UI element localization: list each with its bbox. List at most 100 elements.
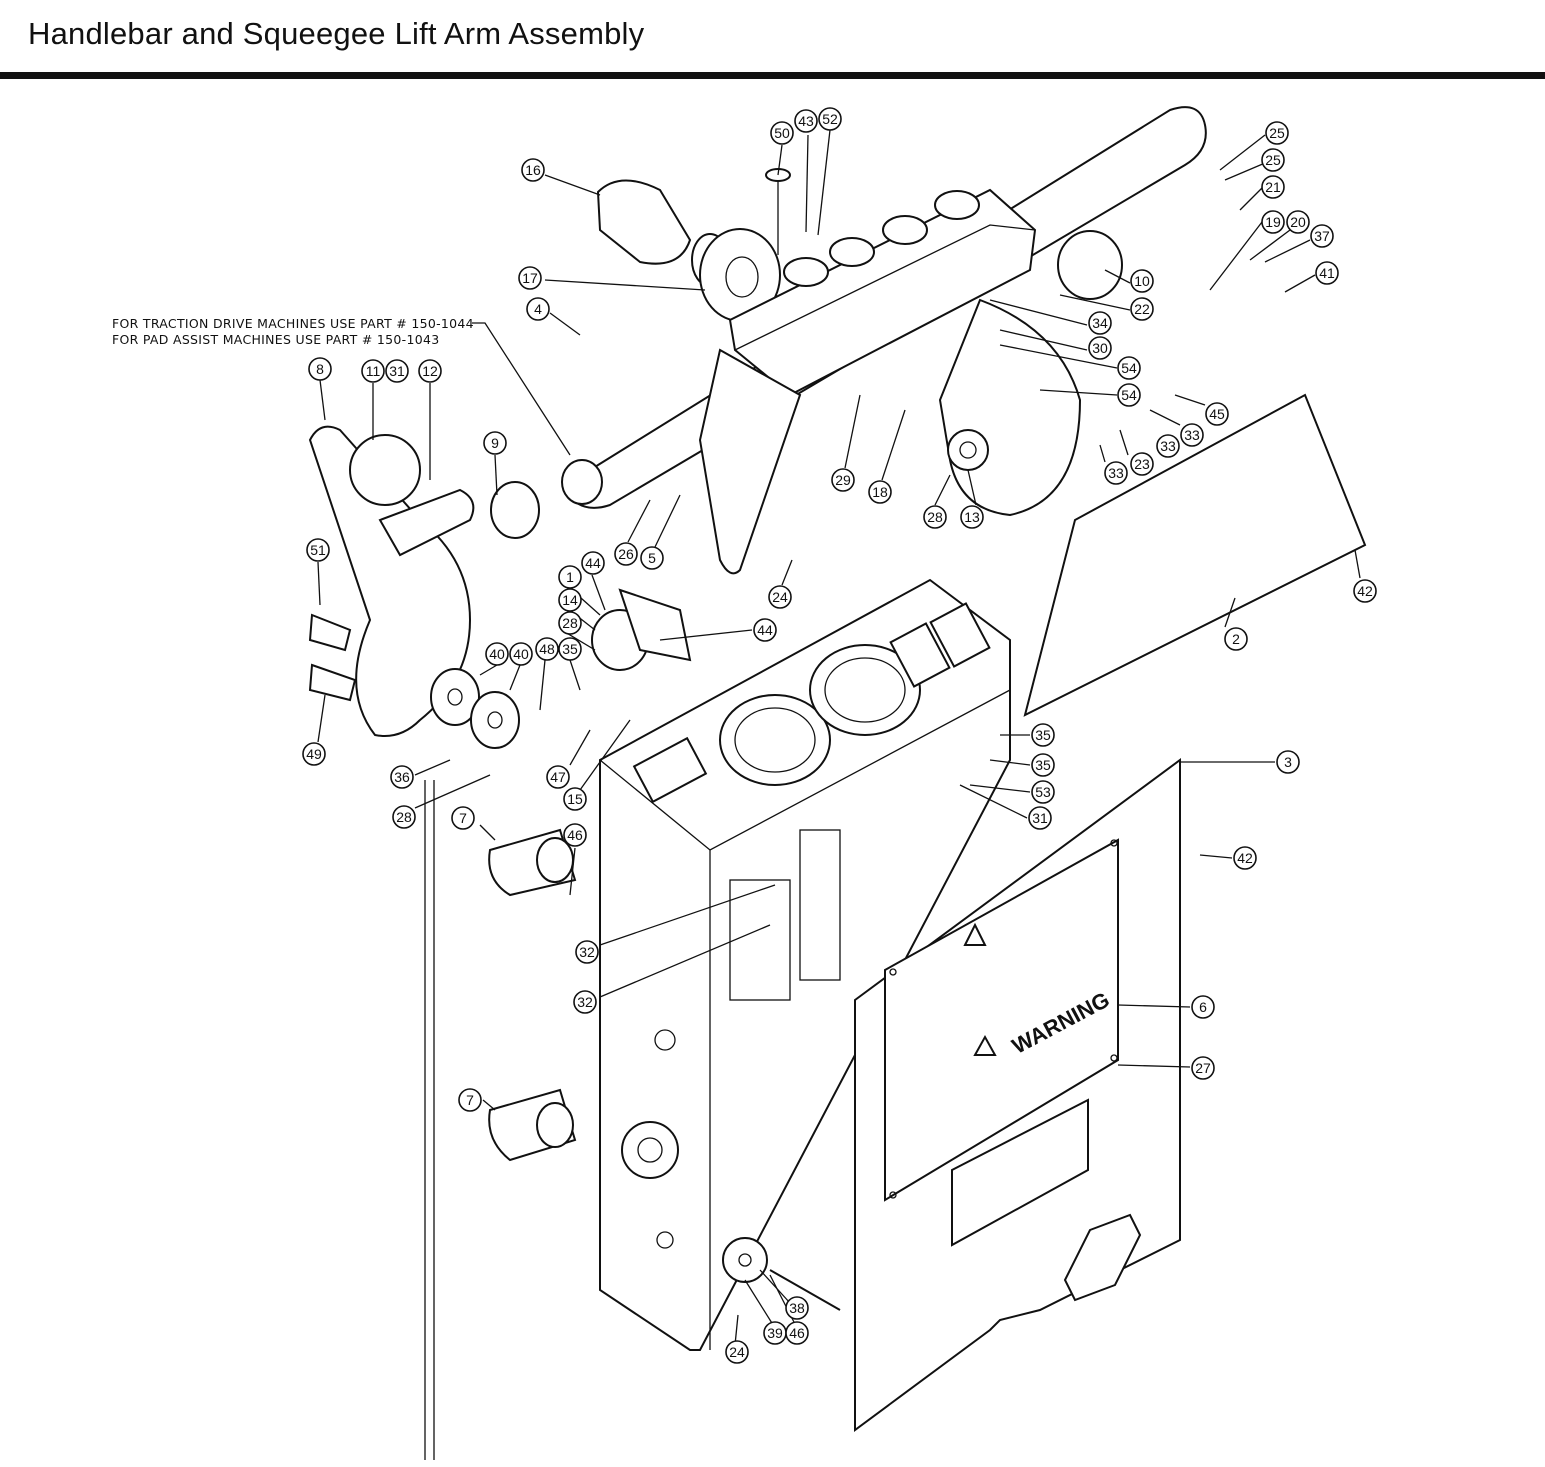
callout-2: 2 (1224, 627, 1248, 651)
callout-36: 36 (390, 765, 414, 789)
svg-text:42: 42 (1357, 583, 1373, 599)
callout-47: 47 (546, 765, 570, 789)
svg-text:7: 7 (466, 1092, 474, 1108)
callout-15: 15 (563, 787, 587, 811)
callout-3: 3 (1276, 750, 1300, 774)
callout-42: 42 (1233, 846, 1257, 870)
callout-35: 35 (558, 637, 582, 661)
svg-text:36: 36 (394, 769, 410, 785)
svg-text:41: 41 (1319, 265, 1335, 281)
svg-text:45: 45 (1209, 406, 1225, 422)
svg-text:50: 50 (774, 125, 790, 141)
svg-text:24: 24 (772, 589, 788, 605)
svg-text:32: 32 (577, 994, 593, 1010)
svg-text:4: 4 (534, 301, 542, 317)
note-pad-assist: FOR PAD ASSIST MACHINES USE PART # 150-1… (112, 332, 439, 347)
svg-text:25: 25 (1269, 125, 1285, 141)
callout-46: 46 (563, 823, 587, 847)
callout-43: 43 (794, 109, 818, 133)
callout-26: 26 (614, 542, 638, 566)
callout-10: 10 (1130, 269, 1154, 293)
callout-44: 44 (581, 551, 605, 575)
callout-24: 24 (768, 585, 792, 609)
svg-text:54: 54 (1121, 387, 1137, 403)
svg-text:28: 28 (396, 809, 412, 825)
callout-16: 16 (521, 158, 545, 182)
callout-1: 1 (558, 565, 582, 589)
callout-31: 31 (385, 359, 409, 383)
callout-21: 21 (1261, 175, 1285, 199)
callout-51: 51 (306, 538, 330, 562)
callout-52: 52 (818, 107, 842, 131)
callout-32: 32 (575, 940, 599, 964)
svg-text:1: 1 (566, 569, 574, 585)
svg-text:21: 21 (1265, 179, 1281, 195)
svg-text:19: 19 (1265, 214, 1281, 230)
callout-53: 53 (1031, 780, 1055, 804)
callout-28: 28 (923, 505, 947, 529)
callout-8: 8 (308, 357, 332, 381)
svg-text:31: 31 (389, 363, 405, 379)
callout-18: 18 (868, 480, 892, 504)
callout-23: 23 (1130, 452, 1154, 476)
callout-25: 25 (1265, 121, 1289, 145)
svg-text:14: 14 (562, 592, 578, 608)
callout-33: 33 (1104, 461, 1128, 485)
svg-text:18: 18 (872, 484, 888, 500)
callout-33: 33 (1156, 434, 1180, 458)
callout-33: 33 (1180, 423, 1204, 447)
svg-text:40: 40 (489, 646, 505, 662)
svg-text:32: 32 (579, 944, 595, 960)
callout-6: 6 (1191, 995, 1215, 1019)
callout-25: 25 (1261, 148, 1285, 172)
callout-40: 40 (485, 642, 509, 666)
callout-13: 13 (960, 505, 984, 529)
callout-48: 48 (535, 637, 559, 661)
svg-text:33: 33 (1108, 465, 1124, 481)
callout-24: 24 (725, 1340, 749, 1364)
callout-9: 9 (483, 431, 507, 455)
svg-text:42: 42 (1237, 850, 1253, 866)
svg-text:54: 54 (1121, 360, 1137, 376)
svg-text:2: 2 (1232, 631, 1240, 647)
svg-text:33: 33 (1184, 427, 1200, 443)
callout-28: 28 (558, 611, 582, 635)
svg-text:28: 28 (562, 615, 578, 631)
svg-text:35: 35 (1035, 727, 1051, 743)
callout-17: 17 (518, 266, 542, 290)
svg-text:22: 22 (1134, 301, 1150, 317)
svg-text:7: 7 (459, 810, 467, 826)
svg-text:43: 43 (798, 113, 814, 129)
callout-54: 54 (1117, 383, 1141, 407)
leader-lines (317, 129, 1361, 1346)
svg-text:13: 13 (964, 509, 980, 525)
callout-44: 44 (753, 618, 777, 642)
callout-30: 30 (1088, 336, 1112, 360)
svg-text:35: 35 (562, 641, 578, 657)
svg-text:38: 38 (789, 1300, 805, 1316)
svg-text:51: 51 (310, 542, 326, 558)
callout-45: 45 (1205, 402, 1229, 426)
callout-11: 11 (361, 359, 385, 383)
callout-31: 31 (1028, 806, 1052, 830)
handlebar-assembly (308, 106, 1207, 749)
callout-40: 40 (509, 642, 533, 666)
title-rule (0, 72, 1545, 79)
callout-46: 46 (785, 1321, 809, 1345)
callout-35: 35 (1031, 723, 1055, 747)
callout-37: 37 (1310, 224, 1334, 248)
callout-38: 38 (785, 1296, 809, 1320)
svg-text:34: 34 (1092, 315, 1108, 331)
svg-text:28: 28 (927, 509, 943, 525)
svg-text:46: 46 (567, 827, 583, 843)
callout-32: 32 (573, 990, 597, 1014)
svg-text:44: 44 (757, 622, 773, 638)
callout-35: 35 (1031, 753, 1055, 777)
callout-39: 39 (763, 1321, 787, 1345)
callout-5: 5 (640, 546, 664, 570)
svg-text:48: 48 (539, 641, 555, 657)
callout-54: 54 (1117, 356, 1141, 380)
svg-text:17: 17 (522, 270, 538, 286)
svg-text:37: 37 (1314, 228, 1330, 244)
